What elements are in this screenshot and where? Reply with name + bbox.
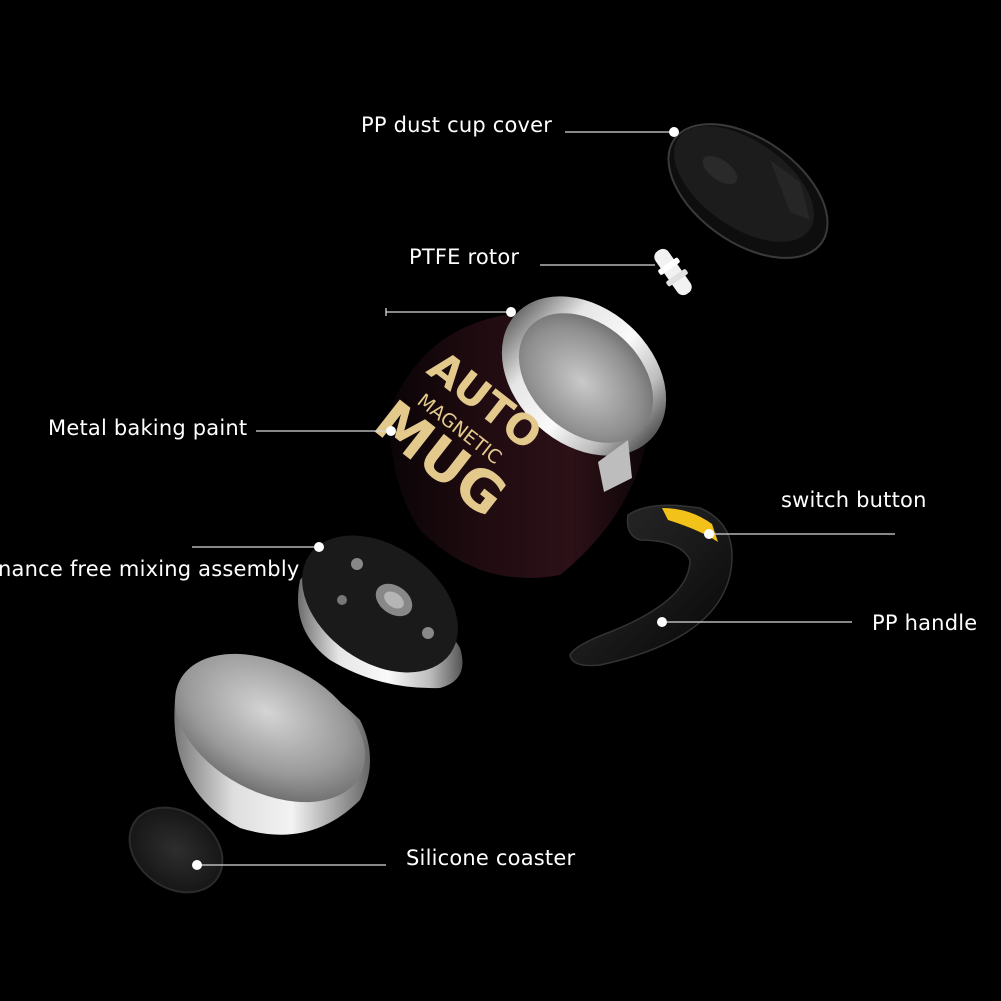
mixing-assembly bbox=[298, 535, 463, 689]
ptfe-rotor bbox=[654, 248, 692, 296]
leader-lines bbox=[192, 127, 895, 870]
label-mixing-assembly: nance free mixing assembly bbox=[0, 557, 300, 581]
label-switch-button: switch button bbox=[781, 488, 927, 512]
label-dust-cup-cover: PP dust cup cover bbox=[361, 113, 553, 137]
bottom-bowl bbox=[174, 653, 370, 835]
mug-body bbox=[388, 296, 667, 578]
label-pp-handle: PP handle bbox=[872, 611, 978, 635]
dot-paint bbox=[386, 426, 396, 436]
label-metal-baking-paint: Metal baking paint bbox=[48, 416, 248, 440]
dot-handle bbox=[657, 617, 667, 627]
dot-coaster bbox=[192, 860, 202, 870]
pp-handle bbox=[569, 504, 733, 667]
dot-mixing bbox=[314, 542, 324, 552]
dot-cover bbox=[669, 127, 679, 137]
dot-switch bbox=[704, 529, 714, 539]
label-silicone-coaster: Silicone coaster bbox=[406, 846, 576, 870]
dust-cup-cover bbox=[667, 123, 829, 259]
dot-rim bbox=[506, 307, 516, 317]
silicone-coaster bbox=[128, 806, 224, 894]
label-ptfe-rotor: PTFE rotor bbox=[409, 245, 520, 269]
